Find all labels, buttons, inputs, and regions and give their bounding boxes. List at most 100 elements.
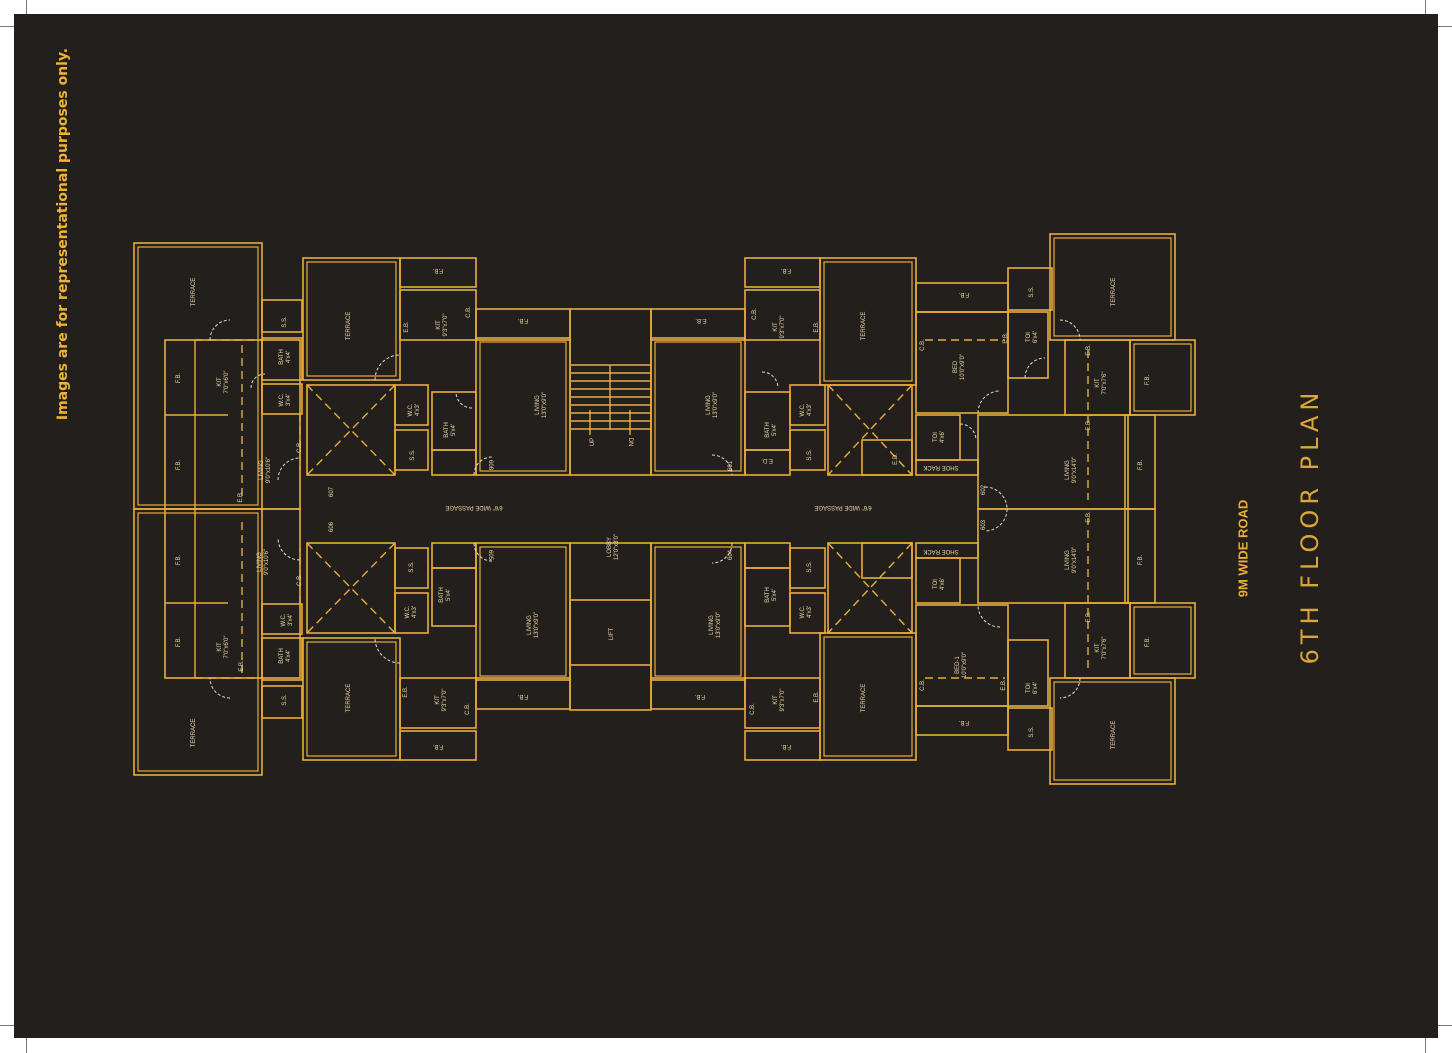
door-swing xyxy=(761,371,779,389)
room-dimensions: 9'3"x7'0" xyxy=(442,689,448,712)
wall xyxy=(431,391,477,451)
room-name: F.B. xyxy=(781,743,792,749)
room-label: F.B. xyxy=(959,291,970,297)
door-swing xyxy=(1024,357,1046,379)
wall xyxy=(394,384,429,426)
room-label: E.D. xyxy=(761,457,773,463)
room-name: TOI xyxy=(933,579,939,589)
wall xyxy=(306,641,397,757)
room-dimensions: 10'0"x9'0" xyxy=(960,354,966,380)
room-label: 6'6" WIDE PASSAGE xyxy=(814,504,871,510)
room-name: 608 xyxy=(487,460,493,471)
wall xyxy=(1007,639,1049,707)
room-label: E.B. xyxy=(1086,344,1092,356)
wall xyxy=(261,685,303,719)
wall xyxy=(399,257,477,288)
room-name: F.B. xyxy=(433,743,444,749)
crop-mark xyxy=(1438,1025,1452,1026)
wall xyxy=(261,383,303,415)
room-label: TERRACE xyxy=(1111,721,1117,750)
room-name: KIT xyxy=(435,695,441,705)
dashed-line xyxy=(827,384,913,476)
room-name: W.C. xyxy=(405,605,411,618)
room-name: F.B. xyxy=(176,460,182,471)
room-label: F.B. xyxy=(176,555,182,566)
room-dimensions: 13'0"x9'0" xyxy=(534,612,540,638)
wall xyxy=(475,542,571,681)
room-dimensions: 5'x4' xyxy=(446,589,452,601)
wall xyxy=(1129,339,1196,416)
wall xyxy=(399,289,477,341)
room-label: F.B. xyxy=(959,719,970,725)
wall xyxy=(1129,602,1196,679)
room-name: KIT xyxy=(773,322,779,332)
wall xyxy=(475,337,571,476)
room-name: 607 xyxy=(329,486,335,497)
room-label: W.C.4'x3' xyxy=(405,605,418,618)
dashed-line xyxy=(306,542,396,634)
room-dimensions: 4'x6' xyxy=(940,431,946,443)
wall xyxy=(1053,681,1172,781)
room-name: 602 xyxy=(981,484,987,495)
room-name: E.B. xyxy=(1086,611,1092,623)
room-label: 604 xyxy=(728,549,734,560)
room-name: DN xyxy=(627,438,633,447)
room-label: F.B. xyxy=(1145,637,1151,648)
plan-background xyxy=(14,14,1438,1038)
room-name: SHOE RACK xyxy=(923,548,958,554)
crop-mark xyxy=(26,0,27,14)
room-label: LIVING9'0"x10'6" xyxy=(259,457,272,483)
room-name: W.C. xyxy=(800,403,806,416)
room-label: LOBBY12'0"x8'0" xyxy=(607,534,620,560)
room-name: E.B. xyxy=(404,321,410,333)
wall xyxy=(1124,508,1156,604)
wall xyxy=(479,546,567,677)
room-name: E.D. xyxy=(893,453,899,465)
wall xyxy=(431,449,477,476)
wall xyxy=(1064,339,1131,416)
room-name: LIFT xyxy=(609,628,615,641)
room-label: 602 xyxy=(981,484,987,495)
door-swing xyxy=(277,537,301,561)
room-dimensions: 13'0"x9'0" xyxy=(542,392,548,418)
room-name: C.B. xyxy=(297,574,303,586)
wall xyxy=(744,391,791,451)
room-dimensions: 3'x4' xyxy=(288,614,294,626)
room-dimensions: 4'x3' xyxy=(415,404,421,416)
wall xyxy=(394,592,429,634)
room-dimensions: 10'0"x9'0" xyxy=(962,652,968,678)
room-label: KIT7'0"x6'0" xyxy=(217,636,230,659)
room-name: S.S. xyxy=(282,694,288,706)
room-label: SHOE RACK xyxy=(923,464,958,470)
room-name: BED xyxy=(953,360,959,373)
wall xyxy=(650,337,746,476)
room-label: F.B. xyxy=(1138,460,1144,471)
room-name: TOI xyxy=(1026,683,1032,693)
door-swing xyxy=(711,454,733,476)
room-name: F.B. xyxy=(781,267,792,273)
room-name: LIVING xyxy=(259,460,265,480)
room-name: TERRACE xyxy=(346,312,352,341)
room-name: KIT xyxy=(436,320,442,330)
wall xyxy=(479,341,567,472)
room-name: BATH xyxy=(444,422,450,438)
room-dimensions: 7'0"x6'0" xyxy=(224,636,230,659)
room-label: W.C.4'x3' xyxy=(408,403,421,416)
wall xyxy=(823,636,913,757)
room-label: C.B. xyxy=(752,308,758,320)
room-label: BATH5'x4' xyxy=(444,422,457,438)
room-label: C.B. xyxy=(297,574,303,586)
room-label: F.B. xyxy=(695,693,706,699)
door-swing xyxy=(984,486,1008,510)
wall xyxy=(1007,311,1049,379)
room-label: W.C.4'x3' xyxy=(800,605,813,618)
room-label: BATH5'x4' xyxy=(765,587,778,603)
room-label: E.B. xyxy=(1003,332,1009,344)
room-name: E.B. xyxy=(1001,679,1007,691)
wall xyxy=(394,429,429,471)
room-label: E.B. xyxy=(1001,679,1007,691)
door-swing xyxy=(455,391,473,409)
room-name: C.B. xyxy=(920,679,926,691)
room-name: S.S. xyxy=(1029,726,1035,738)
